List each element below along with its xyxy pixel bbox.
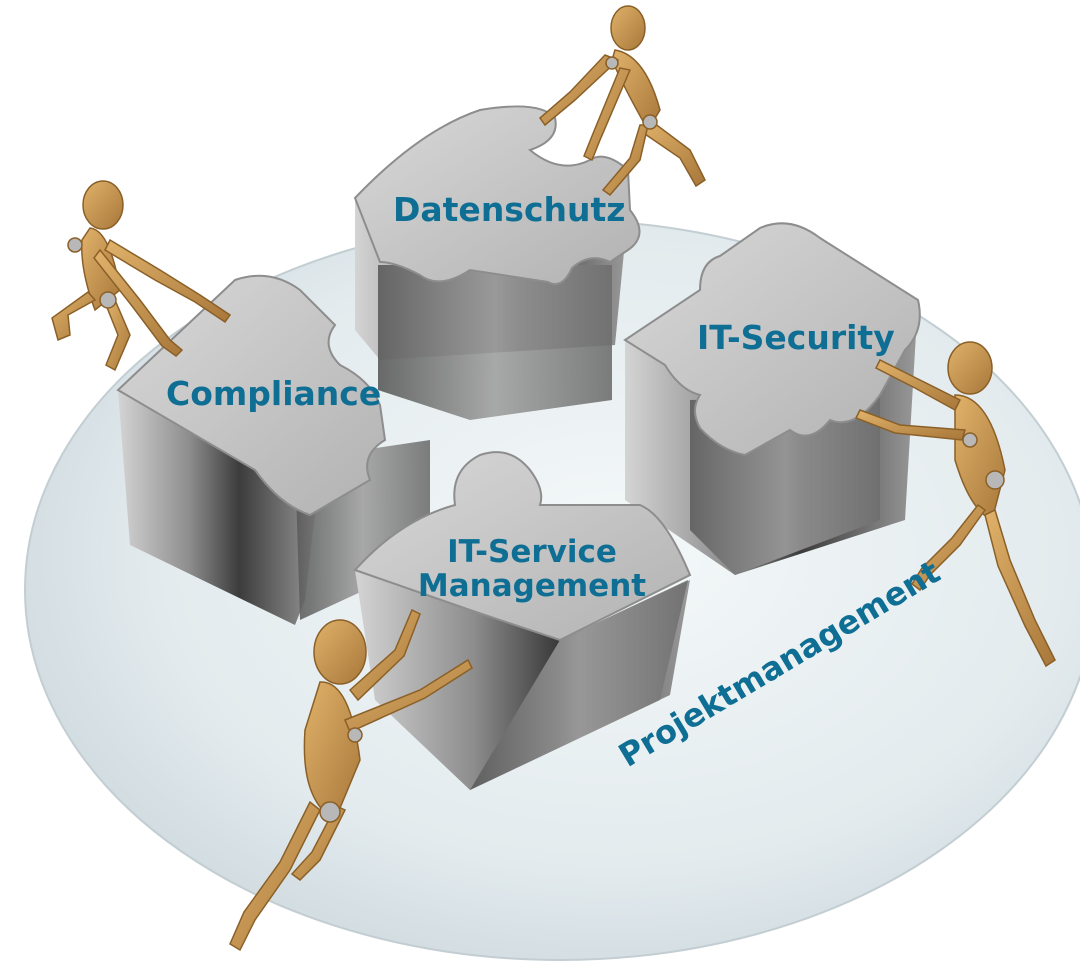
wooden-mannequin-icon: [51, 180, 232, 372]
wooden-mannequin-icon: [229, 608, 473, 952]
wooden-mannequin-icon: [538, 5, 706, 197]
puzzle-label-compliance: Compliance: [166, 374, 382, 413]
puzzle-piece-icon: [353, 105, 641, 420]
puzzle-label-it-security: IT-Security: [697, 318, 895, 357]
puzzle-label-it-service-management: IT-Service Management: [402, 535, 662, 603]
puzzle-label-line-2: Management: [417, 568, 647, 604]
puzzle-piece-icon: [623, 222, 921, 575]
puzzle-label-line-1: IT-Service: [447, 534, 617, 570]
puzzle-piece-icon: [116, 274, 430, 625]
puzzle-piece-icon: [353, 451, 692, 790]
puzzle-label-datenschutz: Datenschutz: [393, 190, 626, 229]
wooden-mannequin-icon: [854, 341, 1056, 668]
